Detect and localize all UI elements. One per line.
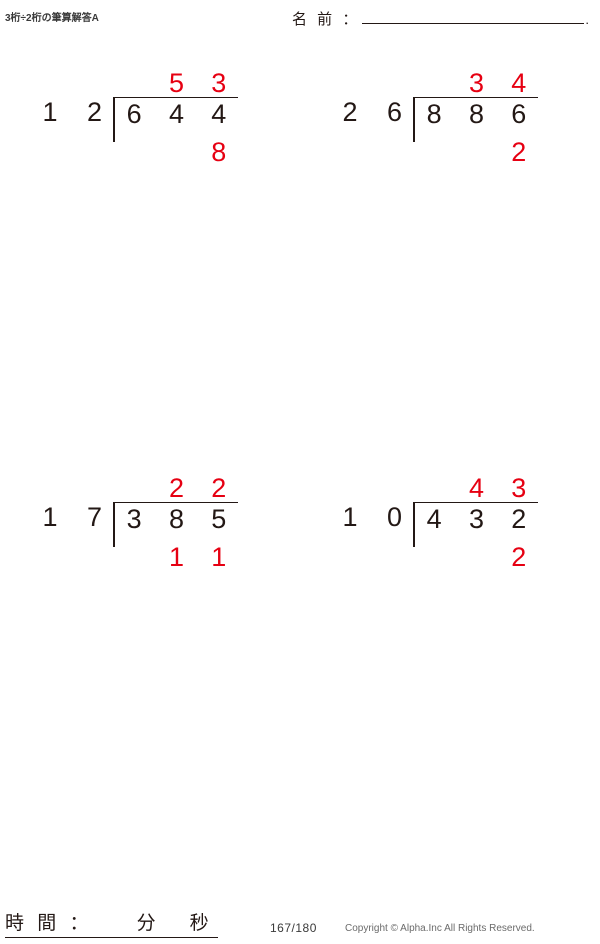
division-problem-4: 1 0 4 3 4 3 2 2	[342, 473, 575, 583]
quotient-row: 5 3	[113, 70, 240, 97]
remainder-digit: 2	[511, 137, 527, 167]
remainder-digit: 1	[211, 542, 227, 572]
divisor: 2 6	[342, 97, 413, 127]
quotient-digit: 2	[211, 473, 227, 503]
quotient-digit: 2	[168, 473, 184, 503]
remainder-digit	[456, 139, 498, 166]
divisor: 1 2	[42, 97, 113, 127]
dividend-digit: 6	[126, 99, 142, 129]
page-title: 3桁÷2桁の筆算解答A	[5, 13, 99, 24]
dividend-digit: 8	[426, 99, 442, 129]
seconds-unit-label: 秒	[189, 913, 209, 934]
quotient-digit	[113, 475, 155, 502]
division-bracket	[413, 502, 538, 547]
remainder-digit	[156, 139, 198, 166]
quotient-row: 3 4	[413, 70, 540, 97]
remainder-digit	[413, 544, 455, 571]
division-bracket	[113, 97, 238, 142]
dividend-digit: 4	[211, 99, 227, 129]
divisor: 1 0	[342, 502, 413, 532]
quotient-row: 4 3	[413, 475, 540, 502]
dividend-digit: 4	[426, 504, 442, 534]
remainder-digit	[413, 139, 455, 166]
dividend-row: 3 8 5	[113, 506, 240, 533]
name-field-area: 名 前 ： .	[292, 8, 589, 29]
remainder-row: 8	[113, 139, 240, 166]
quotient-digit: 3	[511, 473, 527, 503]
remainder-digit	[456, 544, 498, 571]
quotient-digit	[113, 70, 155, 97]
divisor: 1 7	[42, 502, 113, 532]
quotient-digit: 3	[211, 68, 227, 98]
division-problem-3: 1 7 2 2 3 8 5 1 1	[42, 473, 275, 583]
dividend-digit: 3	[468, 504, 484, 534]
dividend-row: 8 8 6	[413, 101, 540, 128]
quotient-digit: 4	[511, 68, 527, 98]
remainder-digit	[113, 139, 155, 166]
division-bracket	[113, 502, 238, 547]
quotient-digit	[413, 70, 455, 97]
remainder-row: 2	[413, 544, 540, 571]
dividend-digit: 8	[468, 99, 484, 129]
remainder-row: 2	[413, 139, 540, 166]
dividend-digit: 8	[168, 504, 184, 534]
quotient-digit	[413, 475, 455, 502]
remainder-digit	[113, 544, 155, 571]
name-label: 名 前 ：	[292, 11, 361, 28]
minutes-unit-label: 分	[136, 913, 156, 934]
dividend-digit: 4	[168, 99, 184, 129]
copyright-notice: Copyright © Alpha.Inc All Rights Reserve…	[345, 923, 535, 934]
quotient-digit: 5	[168, 68, 184, 98]
dividend-digit: 6	[511, 99, 527, 129]
division-problem-2: 2 6 3 4 8 8 6 2	[342, 68, 575, 178]
time-field-area: 時 間 ： 分 秒	[5, 908, 218, 938]
page-number: 167/180	[270, 921, 317, 935]
division-problem-1: 1 2 5 3 6 4 4 8	[42, 68, 275, 178]
quotient-digit: 4	[468, 473, 484, 503]
name-input-line[interactable]	[362, 8, 585, 24]
quotient-row: 2 2	[113, 475, 240, 502]
time-label: 時 間 ：	[5, 913, 93, 934]
quotient-digit: 3	[468, 68, 484, 98]
dividend-digit: 2	[511, 504, 527, 534]
name-trailing-dot: .	[585, 12, 589, 27]
dividend-row: 6 4 4	[113, 101, 240, 128]
remainder-digit: 8	[211, 137, 227, 167]
division-bracket	[413, 97, 538, 142]
dividend-digit: 5	[211, 504, 227, 534]
remainder-digit: 2	[511, 542, 527, 572]
dividend-row: 4 3 2	[413, 506, 540, 533]
remainder-row: 1 1	[113, 544, 240, 571]
remainder-digit: 1	[168, 542, 184, 572]
dividend-digit: 3	[126, 504, 142, 534]
